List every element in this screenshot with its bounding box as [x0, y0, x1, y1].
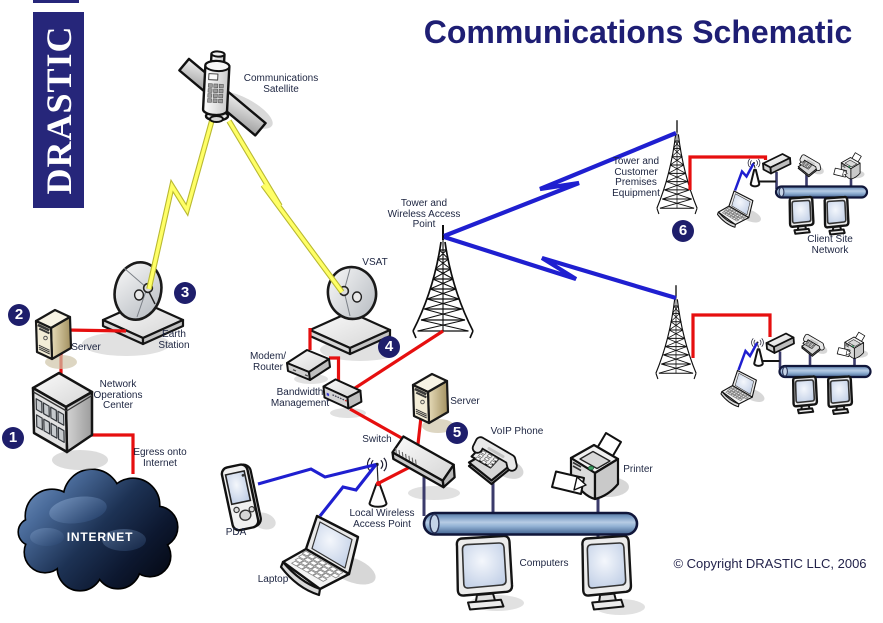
- badge-6: 6: [672, 220, 694, 242]
- computer-2: [581, 534, 633, 611]
- badge-4: 4: [378, 336, 400, 358]
- internet-cloud: [17, 468, 179, 592]
- client-switch: [762, 153, 792, 175]
- label-internet: INTERNET: [66, 530, 134, 544]
- local-wireless-access-point: [366, 457, 388, 508]
- client-pipe: [774, 185, 869, 199]
- client-printer: [833, 152, 865, 180]
- ap-link-dot: [375, 480, 382, 487]
- communications-satellite: [178, 50, 267, 137]
- voip-phone: [469, 442, 526, 484]
- pda: [220, 463, 262, 532]
- client-computer-2: [824, 196, 849, 236]
- client-laptop: [716, 190, 764, 228]
- client-tower-2: [655, 284, 697, 380]
- vsat-dish: [308, 265, 392, 356]
- cloud-highlights: [30, 496, 146, 551]
- wired-links-red: [59, 155, 772, 485]
- drastic-logo: DRASTIC: [33, 12, 84, 208]
- client-phone: [798, 157, 825, 177]
- client-site-lan: [716, 152, 869, 236]
- badge-2: 2: [8, 304, 30, 326]
- badge-3: 3: [174, 282, 196, 304]
- page-title: Communications Schematic: [423, 14, 853, 50]
- network-operations-center: [31, 371, 110, 472]
- logo-sliver: [33, 0, 79, 3]
- client-site-lan-2: [721, 332, 871, 414]
- client-ap: [747, 158, 761, 188]
- copyright-notice: © Copyright DRASTIC LLC, 2006: [673, 556, 867, 571]
- client-wireless-bolt: [733, 162, 755, 191]
- bandwidth-management: [322, 378, 363, 410]
- printer: [550, 431, 631, 501]
- lan-pipe: [422, 511, 639, 536]
- drastic-logo-text: DRASTIC: [39, 25, 79, 195]
- client-computer-1: [789, 196, 814, 235]
- wireless-bolts: [257, 131, 677, 517]
- badge-5: 5: [446, 422, 468, 444]
- laptop: [279, 514, 381, 597]
- satellite-beams: [146, 119, 345, 294]
- server-noc: [34, 308, 79, 371]
- badge-1: 1: [2, 427, 24, 449]
